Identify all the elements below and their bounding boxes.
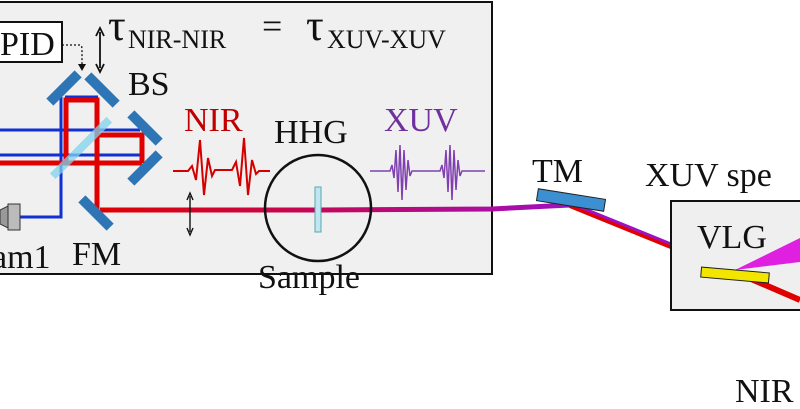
nir-alignment-arrow-icon	[186, 191, 194, 237]
pid-label: PID	[0, 26, 55, 63]
sample	[314, 186, 322, 233]
delay-arrow-icon	[95, 25, 105, 75]
mirrors	[46, 70, 163, 231]
hhg-chamber	[263, 153, 373, 263]
pid-box	[0, 21, 63, 63]
tm-label: TM	[532, 153, 583, 190]
bs-label: BS	[128, 66, 170, 103]
tau-nir: τ	[108, 1, 126, 50]
camera-label: am1	[0, 239, 51, 276]
tau-nir-subscript: NIR-NIR	[128, 25, 227, 54]
fm-label: FM	[72, 236, 121, 273]
arrow-head-icon	[78, 64, 86, 71]
toroidal-mirror	[535, 188, 607, 212]
xuv-pulse-train	[370, 144, 485, 201]
tau-xuv: τ	[306, 1, 324, 50]
nir-pulse-label: NIR	[184, 102, 243, 139]
nir-pulse-train	[173, 137, 270, 196]
xuv-pulse-label: XUV	[384, 102, 458, 139]
camera-icon	[0, 203, 21, 231]
tau-xuv-subscript: XUV-XUV	[327, 25, 446, 54]
sample-label: Sample	[258, 259, 360, 296]
nir-bottom-label: NIR	[735, 373, 794, 409]
hhg-label: HHG	[274, 114, 348, 151]
xuv-spectrometer-label: XUV spe	[645, 157, 772, 194]
vlg-label: VLG	[697, 219, 767, 256]
equals-sign: =	[262, 6, 282, 46]
combined-beam	[100, 202, 571, 213]
vlg-grating	[700, 266, 770, 284]
beamsplitter	[49, 116, 113, 180]
